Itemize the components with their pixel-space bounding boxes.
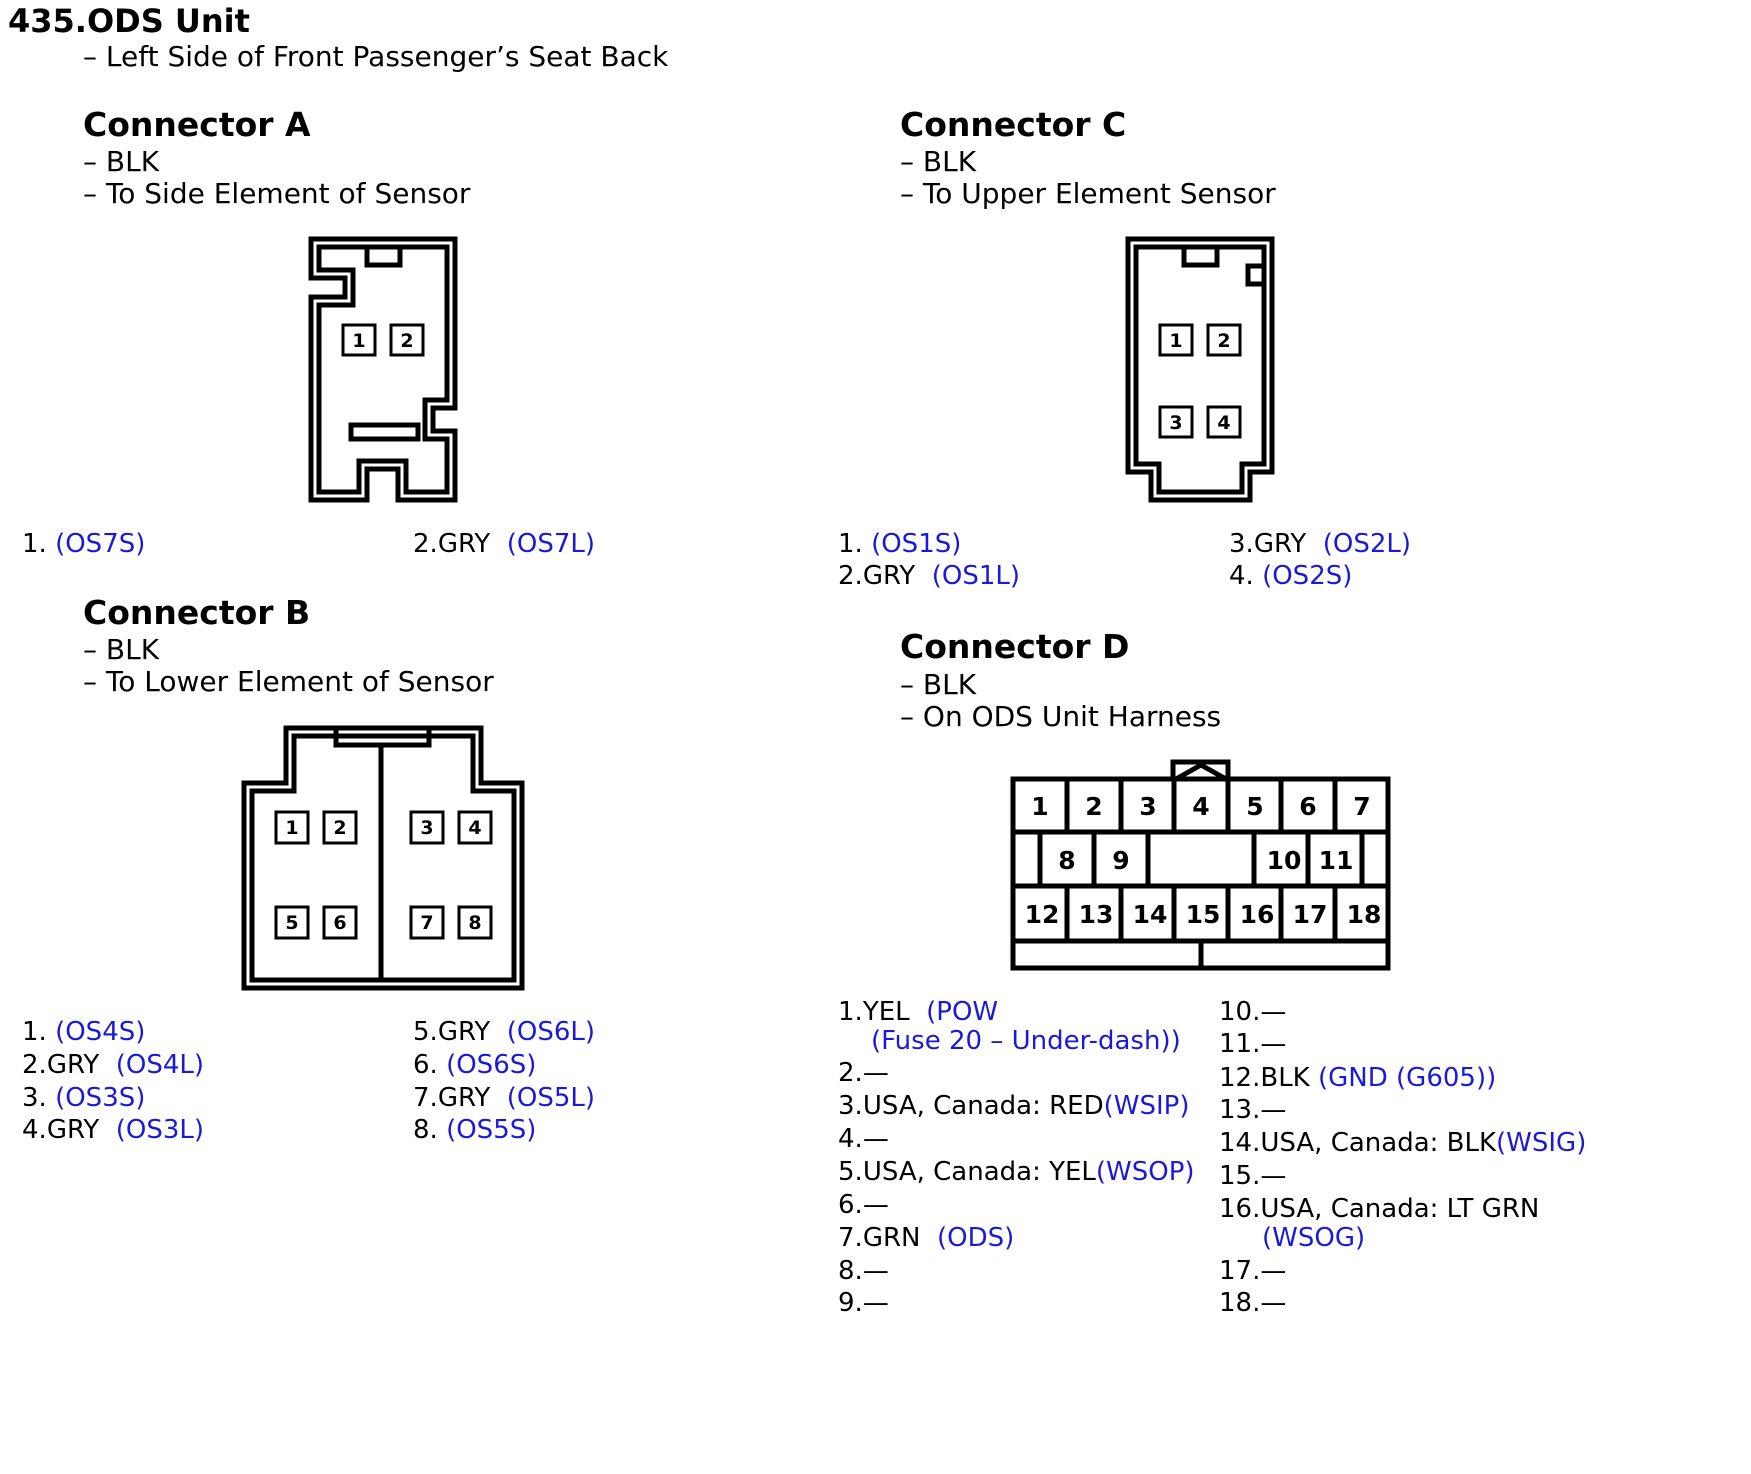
connector-b-diagram: 1 2 3 4 5 6 7 8	[241, 725, 525, 991]
connector-d-pin-17: 17.—	[1219, 1256, 1287, 1286]
connector-d-pin-13: 13.—	[1219, 1095, 1287, 1125]
connector-d-cavity-label: 4	[1192, 792, 1209, 821]
connector-d-pin-10: 10.—	[1219, 997, 1287, 1027]
connector-d-cavity-label: 9	[1112, 846, 1129, 875]
connector-a-pin-1: 1. (OS7S)	[22, 529, 146, 559]
connector-b-pin-6: 6. (OS6S)	[413, 1050, 537, 1080]
connector-d-pin-14: 14.USA, Canada: BLK(WSIG)	[1219, 1128, 1587, 1158]
connector-c-cavity-label: 3	[1169, 412, 1182, 434]
connector-b-cavity-label: 6	[333, 912, 346, 934]
connector-d-pin-3: 3.USA, Canada: RED(WSIP)	[838, 1091, 1190, 1121]
connector-d-heading: Connector D	[900, 627, 1130, 666]
connector-b-color: – BLK	[83, 633, 160, 666]
connector-c-pin-2: 2.GRY (OS1L)	[838, 561, 1021, 591]
connector-d-pin-8: 8.—	[838, 1256, 889, 1286]
connector-d-diagram: 1 2 3 4 5 6 7 8 9 10 11 12 13 14 15 16 1…	[1010, 759, 1391, 971]
connector-a-color: – BLK	[83, 145, 160, 178]
connector-d-cavity-label: 14	[1133, 900, 1168, 929]
connector-c-color: – BLK	[900, 145, 977, 178]
connector-b-pin-1: 1. (OS4S)	[22, 1017, 146, 1047]
connector-d-pin-5: 5.USA, Canada: YEL(WSOP)	[838, 1157, 1195, 1187]
connector-d-cavity-label: 2	[1085, 792, 1102, 821]
connector-c-diagram: 1 2 3 4	[1125, 236, 1275, 503]
connector-d-pin-12: 12.BLK (GND (G605))	[1219, 1063, 1497, 1093]
connector-d-color: – BLK	[900, 668, 977, 701]
connector-d-cavity-label: 13	[1079, 900, 1114, 929]
connector-a-cavity-label: 2	[400, 330, 413, 352]
connector-d-description: – On ODS Unit Harness	[900, 700, 1222, 733]
connector-d-pin-1-fuse: (Fuse 20 – Under-dash))	[871, 1026, 1181, 1056]
connector-b-cavity-label: 4	[468, 817, 481, 839]
connector-d-cavity-label: 17	[1293, 900, 1328, 929]
connector-b-pin-8: 8. (OS5S)	[413, 1115, 537, 1145]
connector-d-cavity-label: 18	[1347, 900, 1382, 929]
connector-d-cavity-label: 7	[1353, 792, 1370, 821]
connector-d-cavity-label: 1	[1031, 792, 1048, 821]
connector-a-cavity-label: 1	[352, 330, 365, 352]
connector-c-pin-4: 4. (OS2S)	[1229, 561, 1353, 591]
connector-a-pin-2: 2.GRY (OS7L)	[413, 529, 596, 559]
connector-b-cavity-label: 1	[285, 817, 298, 839]
connector-c-description: – To Upper Element Sensor	[900, 177, 1276, 210]
connector-d-pin-2: 2.—	[838, 1058, 889, 1088]
page-title: 435.ODS Unit	[8, 2, 250, 40]
connector-a-heading: Connector A	[83, 105, 311, 144]
connector-d-pin-15: 15.—	[1219, 1161, 1287, 1191]
connector-d-pin-16-circuit: (WSOG)	[1262, 1223, 1366, 1253]
connector-a-cavity	[389, 323, 425, 357]
connector-d-pin-7: 7.GRN (ODS)	[838, 1223, 1015, 1253]
connector-d-pin-18: 18.—	[1219, 1288, 1287, 1318]
connector-d-cavity-label: 11	[1319, 846, 1354, 875]
connector-b-cavity-label: 2	[333, 817, 346, 839]
connector-d-cavity-label: 3	[1139, 792, 1156, 821]
connector-d-pin-1: 1.YEL (POW	[838, 997, 999, 1027]
connector-b-cavity-label: 7	[420, 912, 433, 934]
connector-b-cavity-label: 5	[285, 912, 298, 934]
connector-c-cavity-label: 2	[1217, 330, 1230, 352]
connector-b-pin-5: 5.GRY (OS6L)	[413, 1017, 596, 1047]
connector-b-heading: Connector B	[83, 593, 311, 632]
connector-d-pin-16: 16.USA, Canada: LT GRN	[1219, 1194, 1540, 1224]
connector-c-pin-1: 1. (OS1S)	[838, 529, 962, 559]
connector-d-cavity-label: 12	[1025, 900, 1060, 929]
mounting-location: – Left Side of Front Passenger’s Seat Ba…	[83, 40, 669, 73]
connector-d-cavity-label: 5	[1246, 792, 1263, 821]
connector-d-cavity-label: 8	[1058, 846, 1075, 875]
connector-a-diagram: 1 2	[308, 236, 458, 503]
connector-b-pin-4: 4.GRY (OS3L)	[22, 1115, 205, 1145]
connector-b-pin-7: 7.GRY (OS5L)	[413, 1083, 596, 1113]
connector-b-pin-3: 3. (OS3S)	[22, 1083, 146, 1113]
connector-c-cavity-label: 4	[1217, 412, 1230, 434]
connector-d-cavity-label: 6	[1299, 792, 1316, 821]
connector-a-description: – To Side Element of Sensor	[83, 177, 471, 210]
connector-d-cavity-label: 10	[1267, 846, 1302, 875]
connector-c-cavity-label: 1	[1169, 330, 1182, 352]
connector-b-description: – To Lower Element of Sensor	[83, 665, 494, 698]
connector-a-cavity	[341, 323, 377, 357]
connector-c-heading: Connector C	[900, 105, 1127, 144]
connector-d-cavity-label: 15	[1186, 900, 1221, 929]
connector-d-pin-9: 9.—	[838, 1288, 889, 1318]
connector-d-pin-6: 6.—	[838, 1190, 889, 1220]
connector-d-pin-11: 11.—	[1219, 1029, 1287, 1059]
connector-d-cavity-label: 16	[1240, 900, 1275, 929]
connector-d-pin-4: 4.—	[838, 1124, 889, 1154]
connector-c-pin-3: 3.GRY (OS2L)	[1229, 529, 1412, 559]
connector-b-cavity-label: 8	[468, 912, 481, 934]
connector-b-pin-2: 2.GRY (OS4L)	[22, 1050, 205, 1080]
connector-b-cavity-label: 3	[420, 817, 433, 839]
